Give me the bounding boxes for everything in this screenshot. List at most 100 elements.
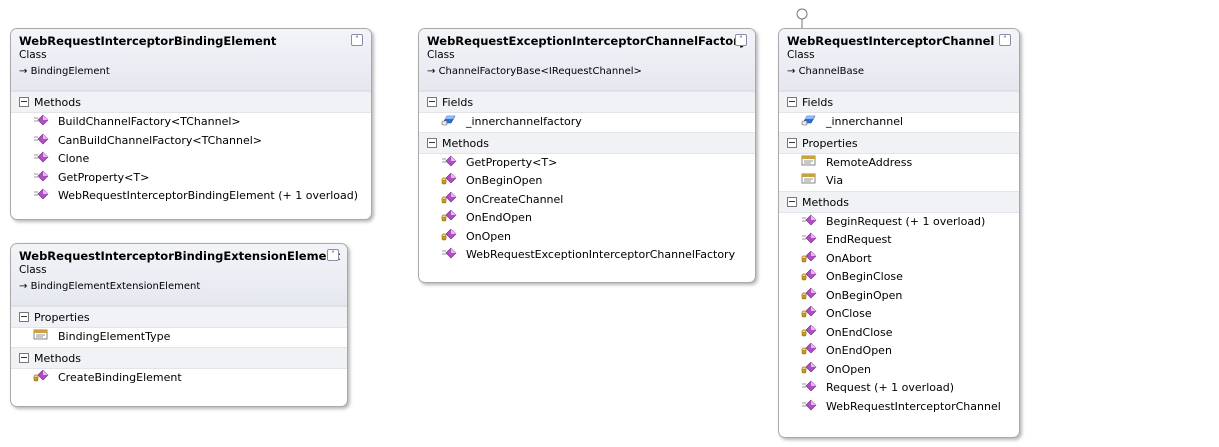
member-item[interactable]: OnEndOpen <box>419 209 755 228</box>
class-header[interactable]: WebRequestInterceptorBindingElement Clas… <box>11 29 371 91</box>
base-class-name: BindingElement <box>30 66 110 77</box>
class-header[interactable]: WebRequestInterceptorChannel Class → Cha… <box>779 29 1019 91</box>
member-name: WebRequestInterceptorBindingElement (+ 1… <box>58 189 359 202</box>
member-item[interactable]: BuildChannelFactory<TChannel> <box>11 113 371 132</box>
section-header[interactable]: Fields <box>779 91 1019 113</box>
member-name: WebRequestExceptionInterceptorChannelFac… <box>466 248 736 261</box>
section-header[interactable]: Fields <box>419 91 755 113</box>
property-icon <box>33 329 49 341</box>
member-item[interactable]: GetProperty<T> <box>11 169 371 188</box>
collapse-toggle-icon[interactable]: ˄ <box>735 34 747 46</box>
member-item[interactable]: Clone <box>11 150 371 169</box>
member-item[interactable]: OnAbort <box>779 250 1019 269</box>
member-item[interactable]: OnClose <box>779 305 1019 324</box>
collapse-minus-icon[interactable] <box>787 97 797 107</box>
base-class: → BindingElement <box>19 63 363 80</box>
member-item[interactable]: WebRequestExceptionInterceptorChannelFac… <box>419 246 755 265</box>
protected-method-icon <box>801 343 817 355</box>
collapse-toggle-icon[interactable]: ˄ <box>351 34 363 46</box>
member-name: CreateBindingElement <box>58 370 182 384</box>
member-item[interactable]: WebRequestInterceptorBindingElement (+ 1… <box>11 187 371 206</box>
class-box[interactable]: WebRequestInterceptorChannel Class → Cha… <box>778 28 1020 438</box>
protected-method-icon <box>441 210 457 222</box>
public-method-icon <box>33 133 49 145</box>
public-method-icon <box>801 214 817 226</box>
section-title: Methods <box>442 136 489 150</box>
public-method-icon <box>33 188 49 200</box>
collapse-toggle-icon[interactable]: ˄ <box>999 34 1011 46</box>
section-title: Methods <box>802 195 849 209</box>
collapse-minus-icon[interactable] <box>427 137 437 148</box>
property-icon <box>801 173 817 185</box>
base-class: → BindingElementExtensionElement <box>19 278 339 295</box>
member-item[interactable]: OnOpen <box>419 228 755 247</box>
section-title: Fields <box>802 96 834 109</box>
member-item[interactable]: _innerchannel <box>779 113 1019 132</box>
member-name: EndRequest <box>826 233 892 246</box>
member-item[interactable]: CanBuildChannelFactory<TChannel> <box>11 132 371 151</box>
member-name: OnEndClose <box>826 325 893 339</box>
member-item[interactable]: CreateBindingElement <box>11 369 347 388</box>
member-item[interactable]: RemoteAddress <box>779 154 1019 173</box>
class-kind: Class <box>427 49 455 61</box>
member-item[interactable]: OnCreateChannel <box>419 191 755 210</box>
member-item[interactable]: OnBeginOpen <box>779 287 1019 306</box>
section-header[interactable]: Methods <box>779 190 1019 213</box>
member-item[interactable]: WebRequestInterceptorChannel <box>779 398 1019 417</box>
section-header[interactable]: Properties <box>11 306 347 328</box>
member-name: OnBeginOpen <box>826 288 903 302</box>
public-method-icon <box>441 155 457 167</box>
collapse-minus-icon[interactable] <box>787 196 797 207</box>
member-name: Clone <box>58 152 90 165</box>
member-item[interactable]: _innerchannelfactory <box>419 113 755 132</box>
class-box[interactable]: WebRequestInterceptorBindingExtensionEle… <box>10 243 348 407</box>
public-method-icon <box>33 170 49 182</box>
protected-method-icon <box>33 369 49 382</box>
collapse-minus-icon[interactable] <box>427 97 437 107</box>
section-header[interactable]: Properties <box>779 131 1019 154</box>
member-name: OnClose <box>826 307 872 320</box>
member-item[interactable]: OnEndClose <box>779 324 1019 343</box>
protected-method-icon <box>441 228 457 241</box>
class-name: WebRequestInterceptorChannel <box>787 34 995 48</box>
member-name: Via <box>826 174 844 187</box>
section-header[interactable]: Methods <box>419 131 755 154</box>
member-item[interactable]: OnOpen <box>779 361 1019 380</box>
section-title: Methods <box>34 351 81 365</box>
member-name: GetProperty<T> <box>466 155 558 169</box>
inherits-arrow-icon: → <box>787 66 796 77</box>
class-name: WebRequestExceptionInterceptorChannelFac… <box>427 34 747 48</box>
class-header[interactable]: WebRequestInterceptorBindingExtensionEle… <box>11 244 347 306</box>
member-item[interactable]: OnBeginClose <box>779 268 1019 287</box>
section-header[interactable]: Methods <box>11 346 347 369</box>
collapse-minus-icon[interactable] <box>19 352 29 363</box>
member-name: CanBuildChannelFactory<TChannel> <box>58 133 263 147</box>
class-box[interactable]: WebRequestExceptionInterceptorChannelFac… <box>418 28 756 283</box>
collapse-toggle-icon[interactable]: ˄ <box>327 249 339 261</box>
member-name: OnBeginOpen <box>466 174 543 187</box>
class-header[interactable]: WebRequestExceptionInterceptorChannelFac… <box>419 29 755 91</box>
section-title: Properties <box>34 311 90 324</box>
member-name: BuildChannelFactory<TChannel> <box>58 115 241 128</box>
member-name: OnOpen <box>826 362 872 376</box>
protected-method-icon <box>801 269 817 281</box>
class-box[interactable]: WebRequestInterceptorBindingElement Clas… <box>10 28 372 220</box>
class-kind: Class <box>787 49 815 61</box>
collapse-minus-icon[interactable] <box>19 97 29 107</box>
member-item[interactable]: Via <box>779 172 1019 191</box>
member-name: Request (+ 1 overload) <box>826 381 955 394</box>
member-item[interactable]: BeginRequest (+ 1 overload) <box>779 213 1019 232</box>
member-item[interactable]: Request (+ 1 overload) <box>779 379 1019 398</box>
member-name: OnBeginClose <box>826 270 903 283</box>
section-header[interactable]: Methods <box>11 91 371 113</box>
member-item[interactable]: EndRequest <box>779 231 1019 250</box>
member-item[interactable]: BindingElementType <box>11 328 347 347</box>
protected-method-icon <box>801 250 817 263</box>
member-item[interactable]: OnBeginOpen <box>419 172 755 191</box>
member-item[interactable]: GetProperty<T> <box>419 154 755 173</box>
member-item[interactable]: OnEndOpen <box>779 342 1019 361</box>
collapse-minus-icon[interactable] <box>787 137 797 148</box>
public-method-icon <box>33 151 49 163</box>
member-name: OnAbort <box>826 251 872 265</box>
collapse-minus-icon[interactable] <box>19 312 29 322</box>
